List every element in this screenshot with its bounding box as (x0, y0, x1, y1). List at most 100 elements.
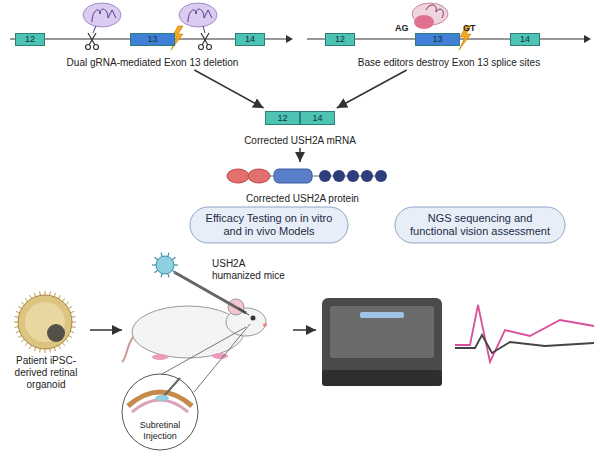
virus-syringe (154, 270, 157, 272)
node-label: Subretinal Injection (132, 420, 188, 442)
grna-icon (203, 26, 205, 33)
exon-number: 13 (432, 35, 442, 44)
retina-layer (128, 392, 192, 406)
flow-arrow (337, 70, 407, 108)
pill-outline (190, 207, 348, 243)
figure-group: Corrected USH2A protein (215, 162, 390, 206)
flow-arrow (194, 70, 263, 108)
exon-box: 13 (415, 33, 460, 46)
exon-number: 12 (335, 35, 345, 44)
node-label: Dual gRNA-mediated Exon 13 deletion (10, 57, 295, 69)
figure-group: 12 13 14Dual gRNA-mediated Exon 13 deletio… (10, 24, 295, 70)
pill-outline (190, 207, 565, 243)
leader-line (194, 324, 250, 392)
scissors-icon (94, 45, 99, 50)
pill-outline (395, 207, 565, 243)
protein-illustration (227, 169, 387, 183)
protein-illustration (227, 169, 249, 183)
grna-icon (188, 9, 212, 22)
virus-syringe (168, 253, 169, 257)
protein-illustration (361, 170, 373, 182)
mouse-illustration (122, 336, 134, 362)
grna-icon (179, 3, 217, 27)
scissors-icon (202, 33, 209, 45)
injection-bleb (155, 395, 169, 401)
grna-icon (92, 9, 116, 22)
base-editor-icon (412, 3, 448, 29)
mouse-illustration (122, 299, 267, 362)
virus-syringe (172, 257, 175, 259)
retina-layer (132, 400, 188, 412)
exon-box: 12 (265, 111, 300, 125)
grna-icon (93, 26, 96, 33)
grna-icon (83, 3, 121, 27)
sequencer-machine (322, 370, 442, 386)
virus-syringe (238, 308, 249, 315)
base-editor-icon (414, 15, 434, 29)
retinal-organoid (14, 291, 76, 353)
virus-syringe (161, 274, 162, 278)
gene-line (286, 35, 293, 43)
virus-syringe (168, 274, 169, 278)
virus-syringe (154, 257, 157, 259)
protein-illustration (319, 170, 331, 182)
scissors-icon (86, 33, 99, 50)
exon-number: 14 (245, 35, 255, 44)
retinal-organoid (18, 295, 72, 349)
exon-box: 14 (235, 33, 265, 46)
mouse-illustration (251, 316, 256, 321)
figure-group: USH2A humanized mice (122, 256, 290, 368)
protein-illustration (375, 170, 387, 182)
virus-syringe (174, 264, 178, 265)
section-pill: Efficacy Testing on in vitro and in vivo… (190, 207, 348, 243)
exon-number: 14 (312, 114, 322, 123)
scissors-icon (86, 33, 212, 50)
exon-box: 13 (130, 33, 175, 46)
virus-syringe (161, 253, 162, 257)
sequencer-machine (360, 312, 404, 318)
node-label: Efficacy Testing on in vitro and in vivo… (190, 212, 348, 238)
mouse-illustration (263, 323, 267, 327)
protein-illustration (274, 169, 312, 183)
needle (164, 378, 180, 396)
node-label: Base editors destroy Exon 13 splice site… (305, 57, 593, 69)
splice-site-label: AG (395, 23, 409, 33)
retinal-organoid (14, 291, 76, 353)
section-pill: NGS sequencing and functional vision ass… (395, 207, 565, 243)
node-label: NGS sequencing and functional vision ass… (395, 212, 565, 238)
scissors-icon (199, 33, 212, 50)
layout-arrow (293, 329, 316, 331)
node-label: Corrected USH2A protein (215, 193, 390, 205)
virus-syringe (172, 270, 175, 272)
exon-number: 14 (520, 35, 530, 44)
exon-number: 12 (25, 35, 35, 44)
scissors-icon (207, 45, 212, 50)
inset-circle: Subretinal Injection (120, 372, 200, 452)
scissors-icon (201, 33, 208, 45)
lightning-bolt (171, 26, 471, 50)
figure-group: 1214Corrected USH2A mRNA (240, 108, 360, 148)
scissors-icon (88, 33, 95, 45)
scissors-icon (86, 45, 91, 50)
retinal-organoid (25, 302, 65, 342)
inset-circle (122, 374, 198, 450)
figure-group: 12 13 14Base editors destroy Exon 13 splic… (305, 24, 593, 70)
protein-illustration (248, 169, 270, 183)
grna-icon (83, 3, 217, 33)
virus-syringe (152, 264, 156, 265)
scissors-icon (89, 33, 96, 45)
virus-syringe (152, 253, 178, 278)
splice-site-label: GT (463, 23, 476, 33)
exon-number: 13 (147, 35, 157, 44)
figure-group: Patient iPSC-derived retinal organoid (2, 292, 90, 392)
exon-box: 12 (325, 33, 355, 46)
mouse-illustration (152, 354, 168, 360)
exon-box: 14 (300, 111, 335, 125)
protein-illustration (347, 170, 359, 182)
scissors-icon (199, 45, 204, 50)
gene-line (10, 35, 591, 43)
sequencer-machine (322, 298, 442, 386)
gene-line (584, 35, 591, 43)
flow-arrow (299, 148, 301, 162)
